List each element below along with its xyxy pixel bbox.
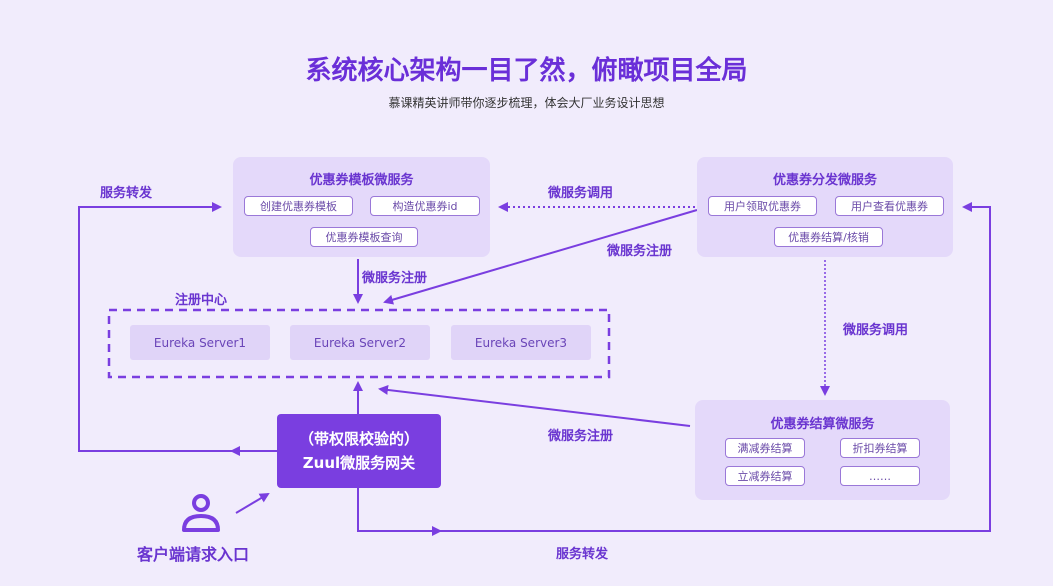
feature-chip: 构造优惠券id [370, 196, 480, 216]
panel-title: 优惠券结算微服务 [770, 417, 875, 432]
edge-label: 微服务调用 [843, 323, 909, 338]
edge-label: 服务转发 [556, 547, 609, 562]
page-title: 系统核心架构一目了然，俯瞰项目全局 [305, 56, 748, 86]
user-icon [182, 494, 220, 532]
edge-label: 服务转发 [100, 186, 153, 201]
edge-label: 微服务注册 [607, 244, 673, 259]
feature-chip: 用户查看优惠券 [835, 196, 944, 216]
edge-label: 微服务注册 [548, 429, 614, 444]
zuul-gateway: （带权限校验的） Zuul微服务网关 [277, 414, 441, 488]
eureka-server-1: Eureka Server1 [130, 325, 270, 360]
page-subtitle: 慕课精英讲师带你逐步梳理，体会大厂业务设计思想 [388, 96, 665, 110]
feature-chip: 优惠券模板查询 [310, 227, 418, 247]
gateway-line1: （带权限校验的） [298, 430, 419, 448]
eureka-server-3: Eureka Server3 [451, 325, 591, 360]
feature-chip: …… [840, 466, 920, 486]
feature-chip: 满减券结算 [725, 438, 805, 458]
registry-label: 注册中心 [175, 293, 228, 308]
feature-chip: 折扣券结算 [840, 438, 920, 458]
feature-chip: 用户领取优惠券 [708, 196, 817, 216]
template-service-panel: 优惠券模板微服务 创建优惠券模板 构造优惠券id 优惠券模板查询 [233, 157, 490, 257]
distribution-service-panel: 优惠券分发微服务 用户领取优惠券 用户查看优惠券 优惠券结算/核销 [697, 157, 953, 257]
panel-title: 优惠券模板微服务 [309, 173, 414, 188]
gateway-line2: Zuul微服务网关 [302, 454, 416, 472]
edge-label: 微服务注册 [362, 271, 428, 286]
eureka-server-2: Eureka Server2 [290, 325, 430, 360]
panel-title: 优惠券分发微服务 [772, 173, 877, 188]
feature-chip: 立减券结算 [725, 466, 805, 486]
edge-label: 微服务调用 [548, 186, 614, 201]
client-label: 客户端请求入口 [137, 545, 250, 564]
settlement-service-panel: 优惠券结算微服务 满减券结算 折扣券结算 立减券结算 …… [695, 400, 950, 500]
feature-chip: 优惠券结算/核销 [774, 227, 883, 247]
feature-chip: 创建优惠券模板 [244, 196, 353, 216]
